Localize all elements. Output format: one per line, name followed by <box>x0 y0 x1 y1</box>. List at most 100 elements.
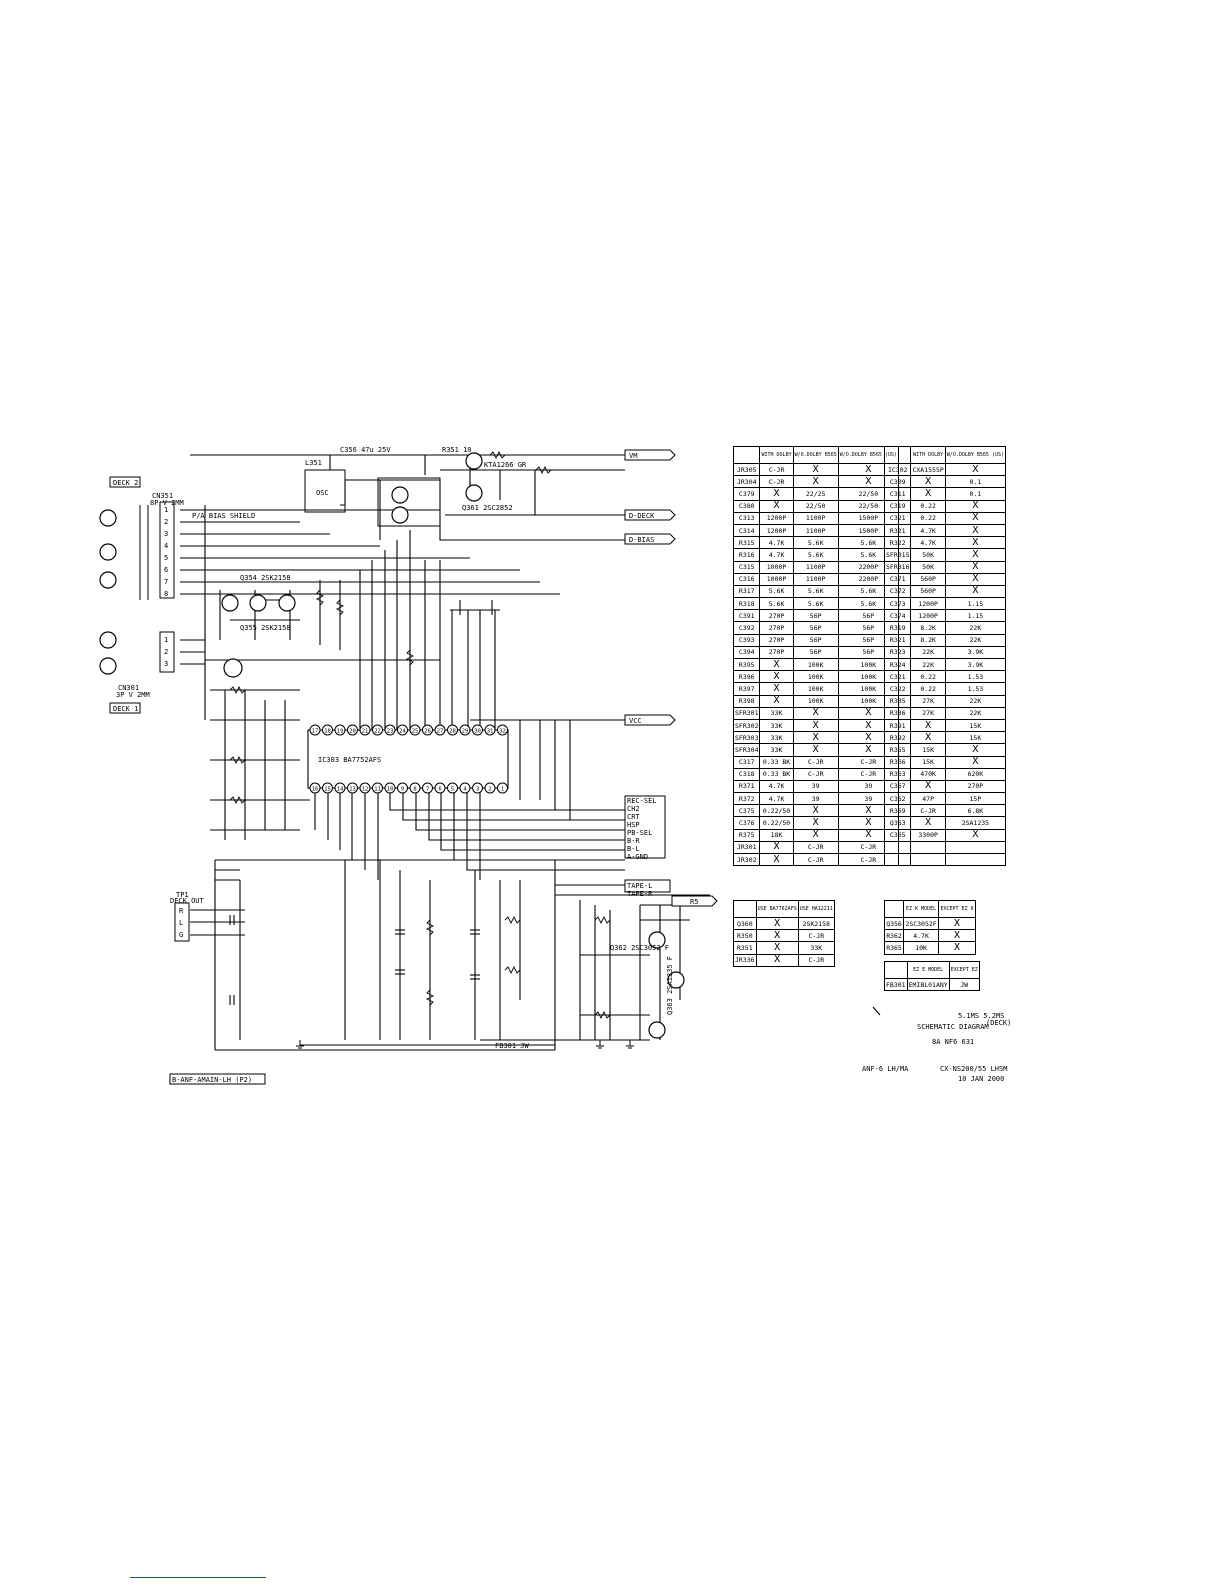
table-cell: 1100P <box>792 511 839 525</box>
table-cell: 8.2K <box>910 633 946 647</box>
table-cell: R324 <box>883 657 912 672</box>
ic-pin-circle <box>459 782 471 794</box>
table-cell: X <box>792 462 839 477</box>
ic-pin-number: 9 <box>401 787 404 793</box>
ic-pin-number: 15 <box>324 787 331 793</box>
table-cell: X <box>944 743 1007 757</box>
ic-pin-circle <box>309 782 321 794</box>
conn-vcc: VCC <box>629 717 642 725</box>
table-cell: 100K <box>792 657 839 672</box>
table-cell: R317 <box>732 584 761 599</box>
ic-pin-circle <box>372 724 383 736</box>
table-cell: 2SA1235 <box>944 816 1007 830</box>
table-cell: 56P <box>792 645 839 660</box>
table-cell: 15K <box>910 743 946 757</box>
ic-pin-number: 13 <box>349 787 356 793</box>
table-cell: X <box>759 694 794 708</box>
table-cell <box>944 852 1007 867</box>
table-cell: C318 <box>732 767 761 781</box>
q362-label: Q362 2SC3052 F <box>610 944 669 952</box>
table-cell: X <box>759 487 794 501</box>
table-cell: IC302 <box>883 462 912 477</box>
table-cell: 56P <box>792 633 839 647</box>
deck2-pin: 8 <box>164 590 168 598</box>
title-section: (DECK) <box>986 1019 1012 1027</box>
table-cell: 0.33 BK <box>759 755 794 769</box>
table-cell: X <box>792 816 839 830</box>
table-cell: R365 <box>883 941 905 955</box>
ic-pin-circle <box>434 724 446 736</box>
table-cell: R375 <box>732 828 761 842</box>
table-cell: R323 <box>883 645 912 660</box>
deck-out-label: DECK OUT <box>170 897 205 905</box>
out-pin: R <box>179 907 184 915</box>
table-cell: C309 <box>883 475 912 489</box>
table-cell: 1.15 <box>944 597 1007 611</box>
ic-pin-circle <box>397 782 408 794</box>
table-cell: 4.7K <box>759 536 794 550</box>
table-cell: C380 <box>732 499 761 513</box>
q361-label: Q361 2SC2852 <box>462 504 513 512</box>
table-cell: C-JR <box>797 929 835 943</box>
table-cell: 2SK2158 <box>797 916 835 931</box>
table-cell: Q356 <box>883 916 905 931</box>
table-cell: X <box>910 779 946 794</box>
title-schematic: SCHEMATIC DIAGRAM <box>917 1023 989 1031</box>
table-header-cell: WITH DOLBY <box>759 446 794 464</box>
table-cell: C321 <box>883 670 912 684</box>
table-cell: C-JR <box>759 462 794 477</box>
ic-pin-circle <box>472 782 483 794</box>
table-cell: X <box>910 816 946 830</box>
ic-pin-circle <box>422 724 433 736</box>
table-cell: C-JR <box>792 852 839 867</box>
ic-pin-circle <box>484 782 496 794</box>
ic-pin-circle <box>322 724 333 736</box>
table-cell: JR304 <box>732 475 761 489</box>
table-cell: 5.6K <box>792 548 839 562</box>
table-cell: 4.7K <box>910 536 946 550</box>
table-cell: 56P <box>792 621 839 635</box>
footer-link-underline[interactable] <box>130 1577 266 1578</box>
table-cell: C313 <box>732 511 761 525</box>
table-row <box>883 852 1007 867</box>
ic-pin-number: 4 <box>463 787 467 793</box>
ic303-label: IC303 BA7752AFS <box>318 756 381 764</box>
ic-pin-number: 21 <box>362 729 369 735</box>
table-cell <box>910 852 946 867</box>
table-cell: R351 <box>733 941 757 955</box>
table-cell: C373 <box>883 597 912 611</box>
ic-pin-circle <box>384 724 396 736</box>
ic-pin-number: 23 <box>387 729 394 735</box>
table-cell: 1200P <box>759 511 794 525</box>
table-header-cell <box>732 446 761 464</box>
table-cell: C374 <box>883 609 912 623</box>
table-cell: X <box>759 840 794 855</box>
table-cell <box>910 840 946 855</box>
table-cell: 1200P <box>910 597 946 611</box>
table-cell: X <box>792 706 839 720</box>
ic-pin-number: 19 <box>337 729 344 735</box>
table-cell: 560P <box>910 584 946 599</box>
table-cell: 33K <box>797 941 835 955</box>
table-cell: R396 <box>732 670 761 684</box>
title-model-right: CX-NS200/55 LHSM <box>940 1065 1008 1073</box>
table-cell: R350 <box>733 929 757 943</box>
fb301-label: FB301 JW <box>495 1042 530 1050</box>
